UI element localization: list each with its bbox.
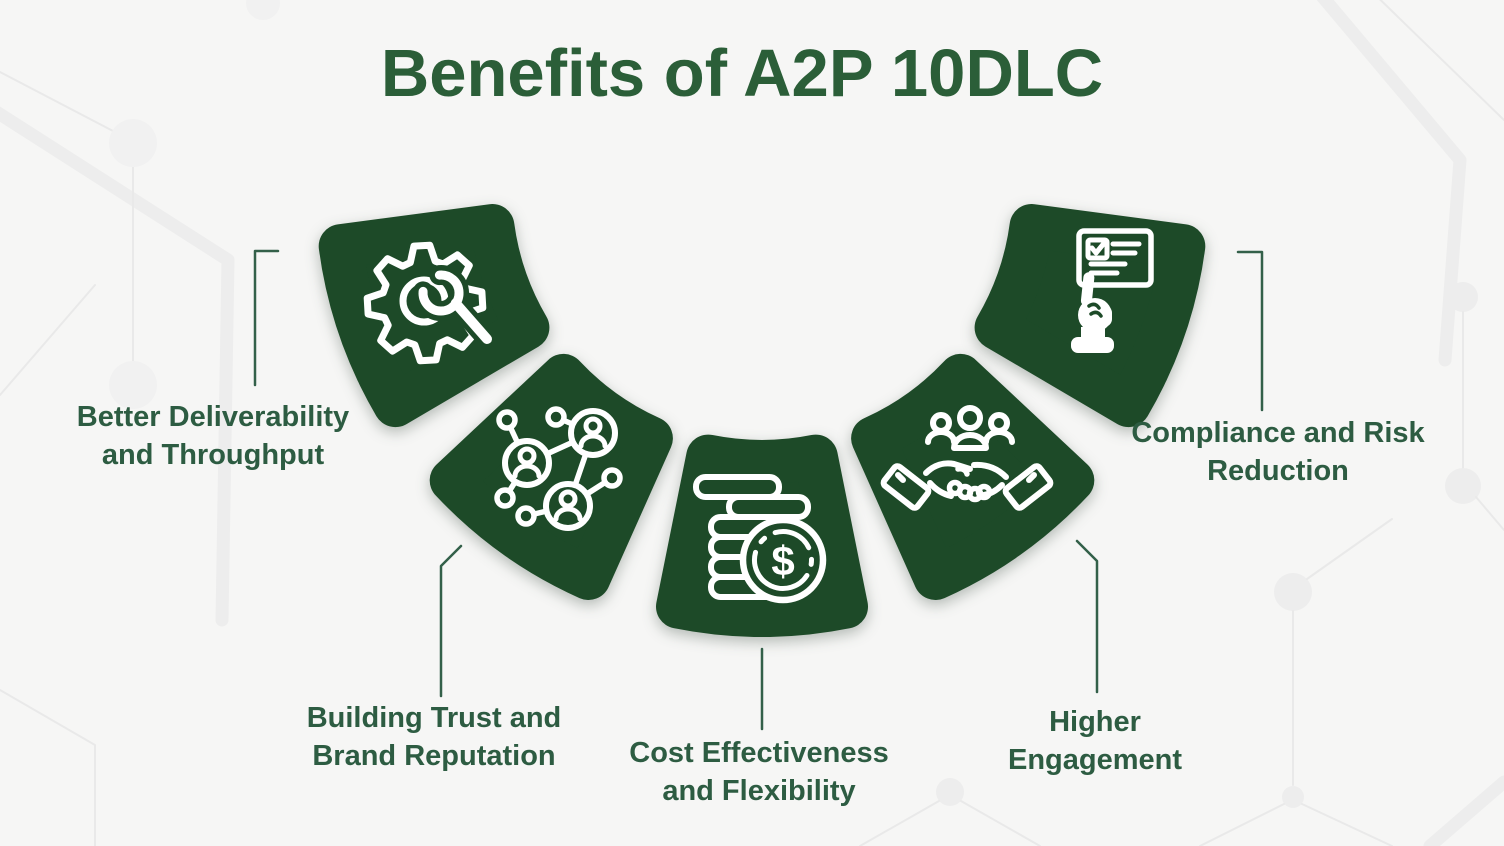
gear-wrench-icon — [363, 241, 497, 365]
network-people-icon — [494, 406, 623, 531]
benefit-label-line: Better Deliverability — [76, 401, 350, 433]
connector-compliance-risk — [1236, 250, 1264, 412]
benefit-label-line: Higher — [1049, 706, 1141, 738]
coins-dollar-icon: $ — [693, 474, 827, 604]
benefit-label-line: and Throughput — [101, 439, 325, 471]
connector-lines — [253, 249, 1264, 731]
page-title: Benefits of A2P 10DLC — [380, 36, 1104, 111]
connector-building-trust — [439, 544, 463, 698]
segment-icons: $ — [363, 228, 1154, 604]
dollar-sign: $ — [771, 538, 794, 585]
benefit-label-compliance-risk: Compliance and Risk Reduction — [1098, 414, 1458, 490]
segment-higher-engagement — [851, 353, 1095, 600]
benefit-label-building-trust: Building Trust and Brand Reputation — [254, 699, 614, 775]
handshake-icon — [880, 405, 1054, 511]
benefit-label-cost-effectiveness: Cost Effectiveness and Flexibility — [579, 734, 939, 810]
benefit-label-line: and Flexibility — [662, 775, 856, 807]
benefit-label-line: Brand Reputation — [312, 740, 556, 772]
benefit-label-line: Reduction — [1207, 455, 1349, 487]
benefit-label-higher-engagement: Higher Engagement — [915, 703, 1275, 779]
benefit-label-line: Building Trust and — [306, 702, 562, 734]
checklist-hand-icon — [1071, 228, 1154, 353]
connector-higher-engagement — [1075, 539, 1099, 694]
benefit-label-line: Engagement — [1007, 744, 1183, 776]
benefit-label-line: Compliance and Risk — [1131, 417, 1425, 449]
benefit-label-better-deliverability: Better Deliverability and Throughput — [33, 398, 393, 474]
benefit-label-line: Cost Effectiveness — [629, 737, 889, 769]
connector-better-deliverability — [253, 249, 280, 387]
